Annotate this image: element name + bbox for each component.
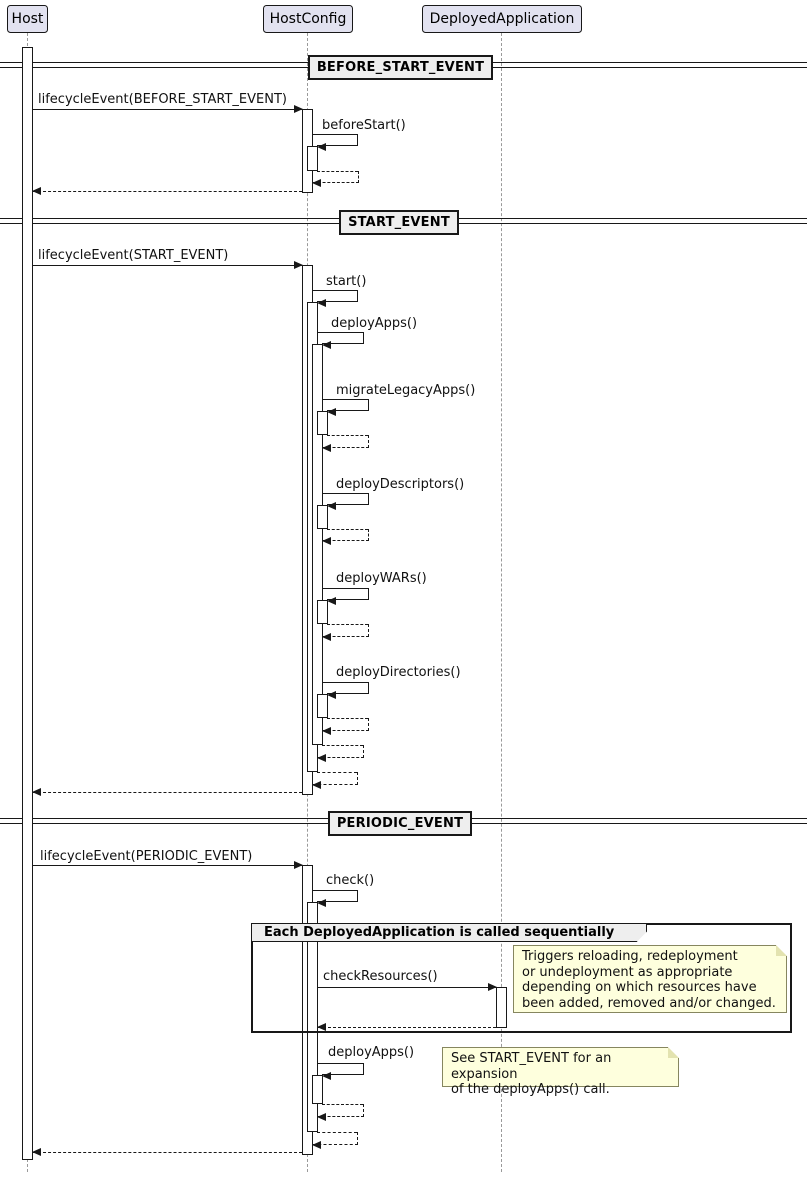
arrow-check-resources — [318, 983, 497, 991]
arrowhead-icon — [327, 597, 336, 605]
host-activation — [22, 47, 33, 1160]
arrowhead-icon — [317, 143, 326, 151]
note-check-resources: Triggers reloading, redeployment or unde… — [513, 945, 787, 1013]
arrowhead-icon — [294, 105, 303, 113]
label-start: start() — [326, 274, 367, 289]
participant-deployedapplication-label: DeployedApplication — [429, 11, 575, 27]
divider-before-start-event: BEFORE_START_EVENT — [308, 55, 493, 80]
label-before-start: beforeStart() — [322, 118, 406, 133]
participant-host-label: Host — [11, 11, 44, 27]
arrowhead-icon — [322, 537, 331, 545]
arrowhead-icon — [322, 727, 331, 735]
divider-periodic-label: PERIODIC_EVENT — [336, 816, 464, 831]
hostconfig-activation-descriptors — [317, 505, 328, 529]
arrowhead-icon — [312, 1141, 321, 1149]
arrowhead-icon — [294, 861, 303, 869]
arrowhead-icon — [317, 1023, 326, 1031]
arrowhead-icon — [32, 187, 41, 195]
arrow-lifecycle-periodic — [33, 861, 303, 869]
arrowhead-icon — [322, 444, 331, 452]
hostconfig-activation-migrate — [317, 411, 328, 435]
divider-periodic-event: PERIODIC_EVENT — [328, 811, 472, 836]
selfret-deploy-wars — [322, 624, 369, 641]
arrowhead-icon — [312, 179, 321, 187]
selfret-before-start — [312, 171, 359, 187]
participant-deployedapplication: DeployedApplication — [422, 5, 582, 33]
label-lifecycle-start: lifecycleEvent(START_EVENT) — [38, 248, 229, 263]
arrow-lifecycle-start — [33, 261, 303, 269]
divider-start-event: START_EVENT — [339, 210, 459, 235]
selfret-deploy-apps-periodic — [317, 1104, 364, 1121]
label-check-resources: checkResources() — [323, 969, 438, 984]
hostconfig-activation-periodic-l2 — [307, 902, 318, 1132]
arrowhead-icon — [327, 691, 336, 699]
arrowhead-icon — [32, 1148, 41, 1156]
label-deploy-apps: deployApps() — [331, 316, 418, 331]
label-lifecycle-before-start: lifecycleEvent(BEFORE_START_EVENT) — [38, 92, 287, 107]
selfcall-before-start — [313, 134, 358, 151]
selfcall-start — [313, 290, 358, 307]
arrowhead-icon — [317, 299, 326, 307]
arrowhead-icon — [317, 899, 326, 907]
label-deploy-directories: deployDirectories() — [336, 665, 461, 680]
hostconfig-activation-before-l2 — [307, 146, 318, 171]
selfret-check — [312, 1132, 358, 1149]
selfret-deploy-apps — [317, 745, 364, 762]
selfret-migrate-legacy-apps — [322, 435, 369, 452]
selfcall-check — [313, 890, 358, 907]
participant-host: Host — [7, 5, 48, 33]
hostconfig-activation-periodic-l3 — [312, 1075, 323, 1104]
selfcall-migrate-legacy-apps — [323, 399, 369, 416]
label-lifecycle-periodic: lifecycleEvent(PERIODIC_EVENT) — [40, 849, 253, 864]
deployedapplication-lifeline — [501, 33, 502, 1172]
hostconfig-activation-directories — [317, 694, 328, 718]
selfcall-deploy-directories — [323, 682, 369, 699]
arrowhead-icon — [488, 983, 497, 991]
divider-before-start-label: BEFORE_START_EVENT — [316, 60, 485, 75]
arrow-return-before-start — [32, 187, 302, 195]
arrow-return-periodic — [32, 1148, 302, 1156]
selfret-deploy-directories — [322, 718, 369, 735]
arrowhead-icon — [32, 788, 41, 796]
group-box-sequential: Each DeployedApplication is called seque… — [251, 923, 792, 1033]
selfcall-deploy-wars — [323, 588, 369, 605]
selfcall-deploy-descriptors — [323, 493, 369, 510]
selfcall-deploy-apps-periodic — [318, 1063, 364, 1080]
arrowhead-icon — [312, 781, 321, 789]
arrowhead-icon — [317, 754, 326, 762]
group-header: Each DeployedApplication is called seque… — [251, 923, 647, 942]
label-deploy-descriptors: deployDescriptors() — [336, 477, 465, 492]
arrow-return-start — [32, 788, 302, 796]
note-deploy-apps: See START_EVENT for an expansion of the … — [442, 1047, 679, 1097]
selfret-deploy-descriptors — [322, 529, 369, 545]
hostconfig-activation-wars — [317, 600, 328, 624]
arrow-return-check-resources — [317, 1023, 496, 1031]
arrowhead-icon — [322, 341, 331, 349]
arrowhead-icon — [327, 408, 336, 416]
label-check: check() — [326, 873, 375, 888]
group-label: Each DeployedApplication is called seque… — [264, 925, 615, 940]
arrowhead-icon — [317, 1113, 326, 1121]
deployedapplication-activation — [496, 987, 507, 1028]
selfret-start — [312, 772, 358, 789]
arrowhead-icon — [322, 633, 331, 641]
selfcall-deploy-apps — [318, 332, 364, 349]
arrowhead-icon — [294, 261, 303, 269]
arrowhead-icon — [322, 1072, 331, 1080]
label-migrate-legacy-apps: migrateLegacyApps() — [336, 383, 476, 398]
participant-hostconfig: HostConfig — [263, 5, 353, 33]
label-deploy-apps-periodic: deployApps() — [328, 1045, 415, 1060]
divider-start-label: START_EVENT — [348, 215, 450, 230]
label-deploy-wars: deployWARs() — [336, 571, 427, 586]
arrowhead-icon — [327, 502, 336, 510]
arrow-lifecycle-before-start — [33, 105, 303, 113]
participant-hostconfig-label: HostConfig — [269, 11, 347, 27]
